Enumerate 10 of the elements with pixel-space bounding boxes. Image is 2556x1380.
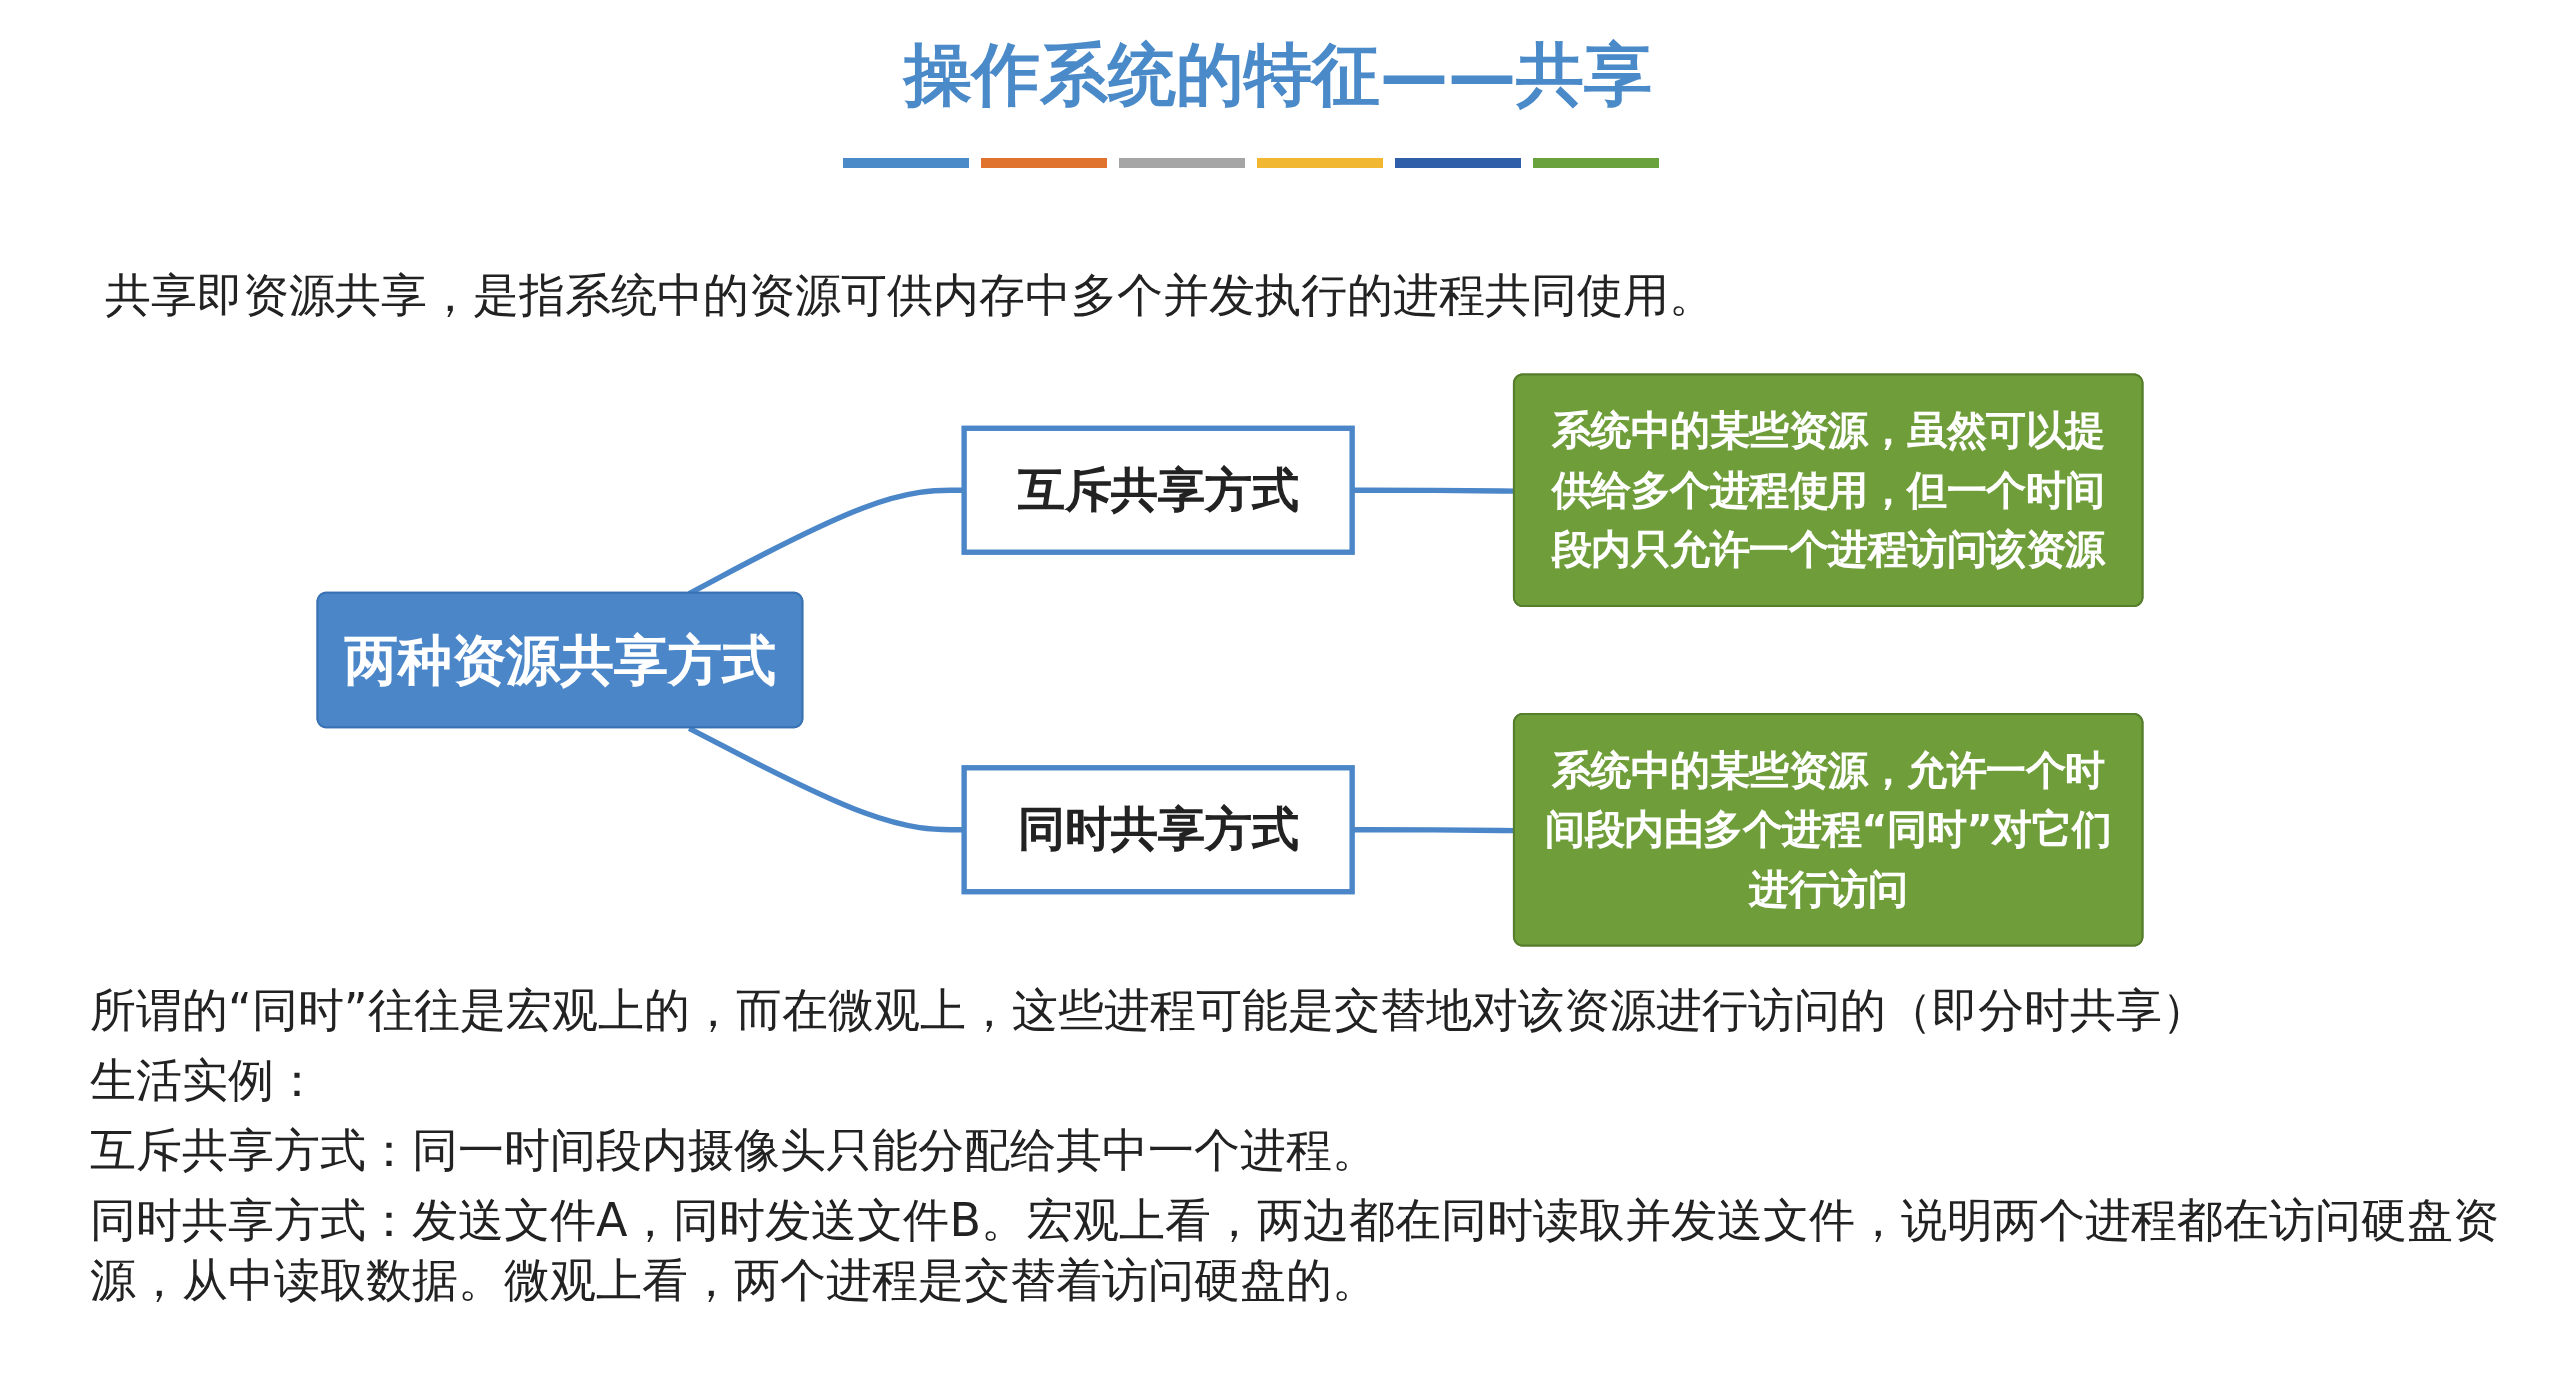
heading-text: 生活实例： (90, 1052, 321, 1109)
slide-title: 操作系统的特征——共享 (901, 34, 1653, 116)
node-box: 同时共享方式 (961, 765, 1355, 895)
example-text: 同时共享方式：发送文件A，同时发送文件B。宏观上看，两边都在同时读取并发送文件，说明两个进程都在访问硬盘资源，从中读取数据。微观上看，两个进程是交替着访问硬盘的。 (90, 1192, 2501, 1309)
note-text: 所谓的“同时”往往是宏观上的，而在微观上，这些进程可能是交替地对该资源进行访问的（即分时共享） (90, 982, 2209, 1039)
intro-text: 共享即资源共享，是指系统中的资源可供内存中多个并发执行的进程共同使用。 (105, 267, 1715, 324)
node-box: 互斥共享方式 (961, 425, 1355, 555)
connector (1352, 827, 1515, 834)
example-text: 互斥共享方式：同一时间段内摄像头只能分配给其中一个进程。 (90, 1122, 1379, 1179)
connector (1352, 487, 1515, 494)
